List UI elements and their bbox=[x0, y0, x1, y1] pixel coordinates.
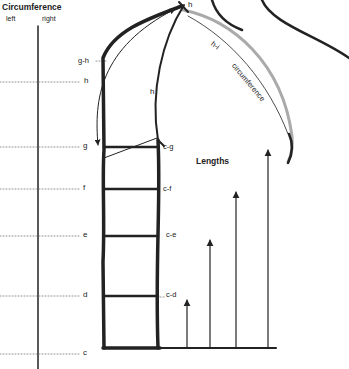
g-h-arrow bbox=[97, 9, 175, 145]
point-label: h bbox=[84, 77, 88, 85]
axis-label: right bbox=[42, 15, 56, 22]
axis-label: left bbox=[6, 15, 15, 22]
heading: Lengths bbox=[196, 157, 229, 166]
point-label: d bbox=[83, 291, 87, 299]
body-outline bbox=[183, 10, 292, 162]
measure-label: c-g bbox=[163, 143, 173, 151]
axis-line bbox=[37, 26, 39, 369]
top-marker bbox=[179, 2, 188, 12]
point-label: f bbox=[83, 184, 85, 192]
neck-outline bbox=[212, 0, 242, 30]
length-arrows bbox=[187, 150, 268, 347]
arm-outline bbox=[157, 140, 159, 348]
measure-label: h-i bbox=[210, 40, 221, 51]
armpit-outline bbox=[288, 134, 292, 163]
measure-label: c-d bbox=[166, 291, 176, 299]
measure-bands bbox=[104, 147, 158, 296]
point-label: h bbox=[150, 88, 154, 96]
wrist-line bbox=[103, 346, 160, 350]
point-label: h bbox=[188, 1, 192, 9]
measure-label: g-h bbox=[78, 57, 89, 65]
shoulder-line bbox=[156, 5, 184, 146]
point-label: c bbox=[83, 349, 87, 357]
diagonal-line bbox=[104, 138, 157, 158]
point-label: e bbox=[83, 231, 87, 239]
circumference-line bbox=[188, 16, 288, 134]
shoulder-outline bbox=[262, 0, 349, 58]
heading: Circumference bbox=[2, 3, 62, 12]
base-line bbox=[160, 347, 276, 349]
arm-outline bbox=[103, 6, 182, 348]
point-label: g bbox=[83, 142, 87, 150]
measure-label: c-f bbox=[163, 185, 171, 193]
measure-label: c-e bbox=[166, 231, 176, 239]
leader-lines bbox=[0, 61, 164, 354]
